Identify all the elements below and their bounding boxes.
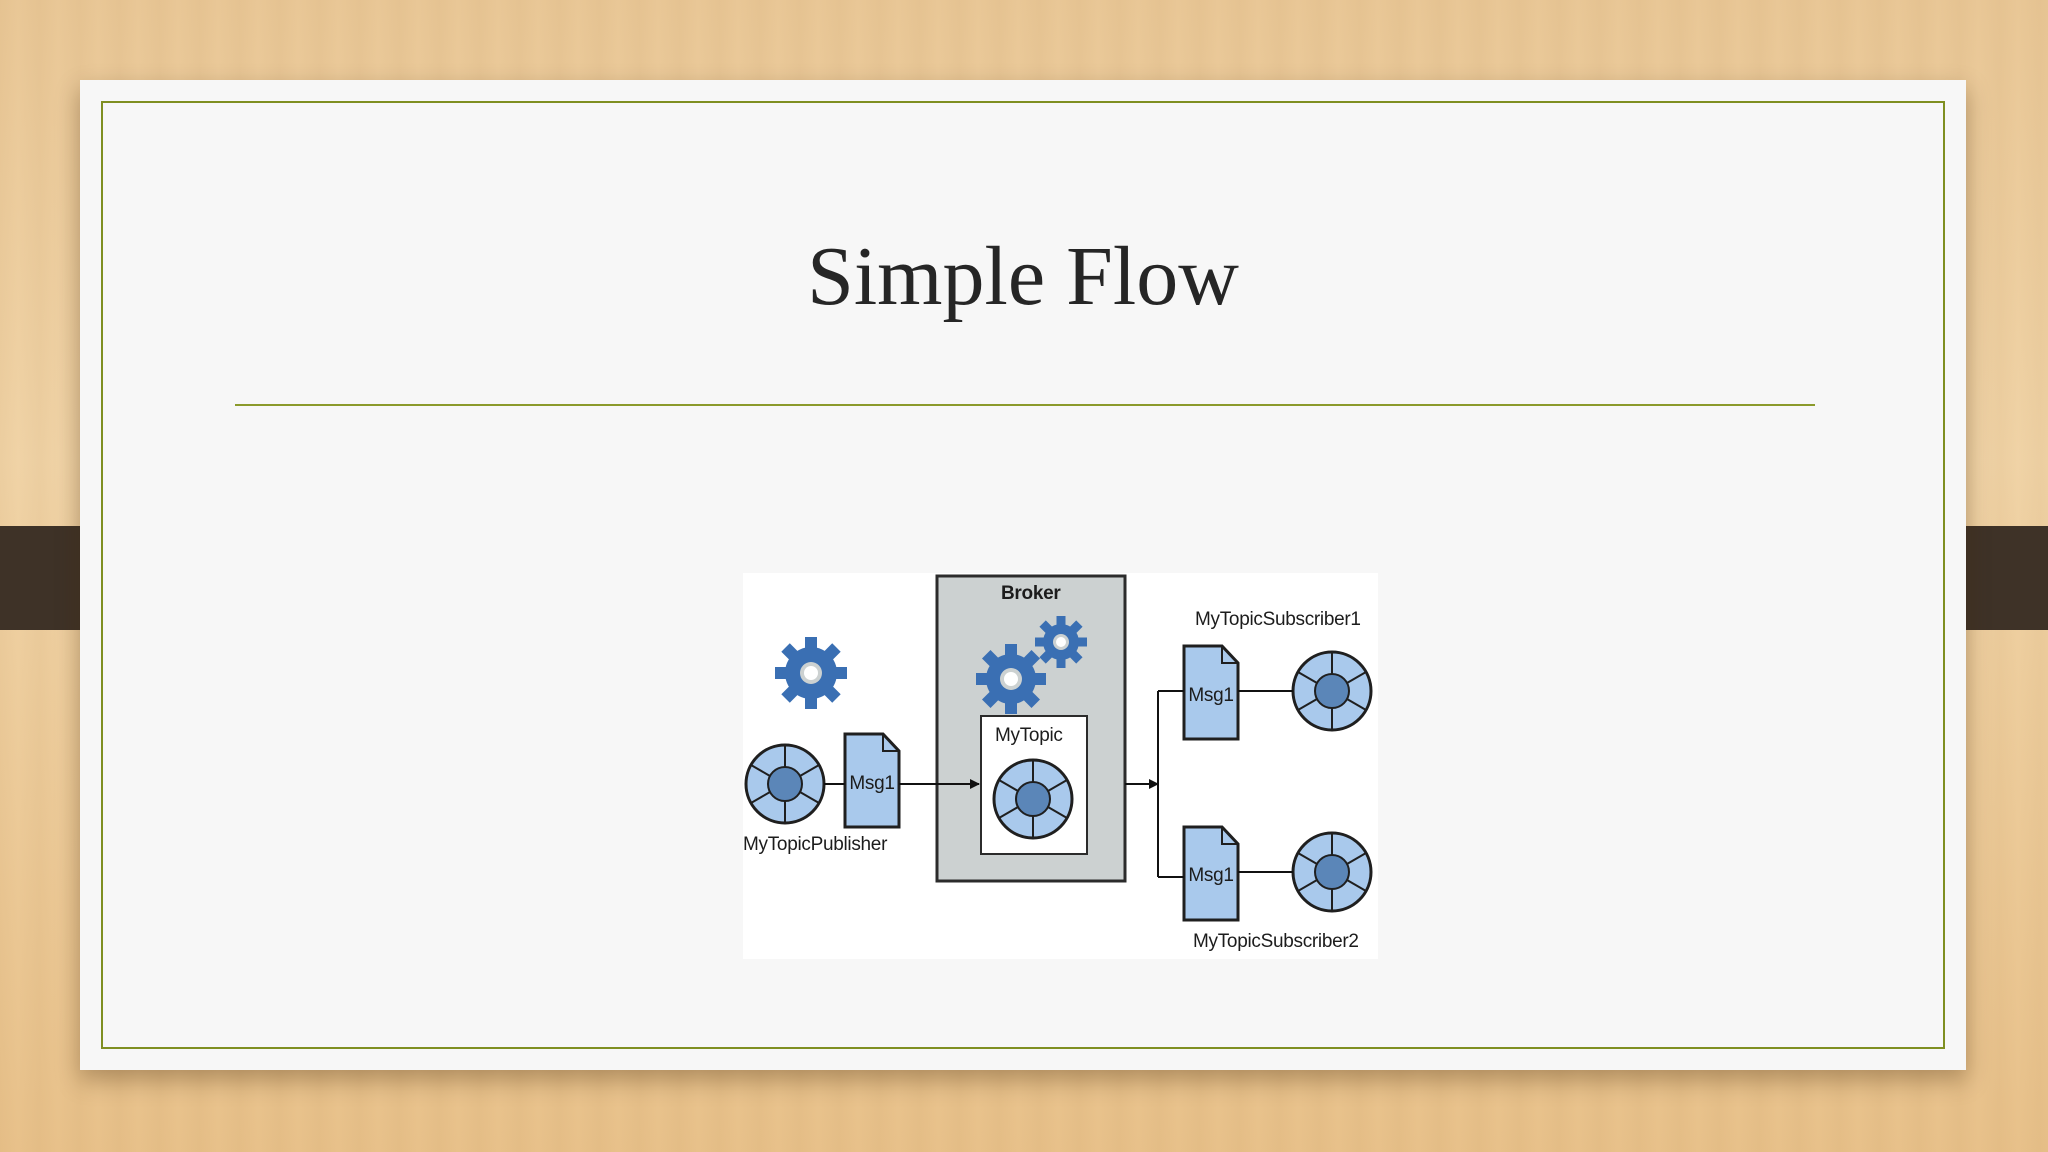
broker-label: Broker: [1001, 583, 1061, 604]
gear-icon: [775, 637, 847, 709]
subscriber2-endpoint-icon: [1291, 831, 1373, 913]
publisher-label: MyTopicPublisher: [743, 834, 888, 855]
publisher-endpoint-icon: [744, 743, 826, 825]
topic-label: MyTopic: [995, 725, 1063, 746]
message-doc-fold: [882, 734, 899, 752]
gear-icon: [976, 644, 1046, 714]
message-label: Msg1: [1188, 685, 1234, 706]
title-divider: [235, 404, 1815, 406]
slide-border-frame: [101, 101, 1945, 1049]
gear-icon: [1035, 616, 1087, 668]
message-doc-fold: [1221, 827, 1238, 845]
slide-title: Simple Flow: [807, 230, 1239, 323]
message-label: Msg1: [849, 773, 895, 794]
message-doc-icon: [843, 732, 901, 829]
message-label: Msg1: [1188, 865, 1234, 886]
subscriber2-label: MyTopicSubscriber2: [1193, 931, 1359, 952]
subscriber1-label: MyTopicSubscriber1: [1195, 609, 1361, 630]
flow-diagram: Broker MyTopic MyTopicPublisher MyTopicS…: [743, 573, 1378, 959]
message-doc-fold: [1221, 646, 1238, 664]
diagram-graphics: [744, 574, 1373, 922]
subscriber1-endpoint-icon: [1291, 650, 1373, 732]
topic-endpoint-icon: [992, 758, 1074, 840]
message-doc-icon: [1182, 644, 1240, 741]
message-doc-icon: [1182, 825, 1240, 922]
slide: Simple Flow: [80, 80, 1966, 1070]
